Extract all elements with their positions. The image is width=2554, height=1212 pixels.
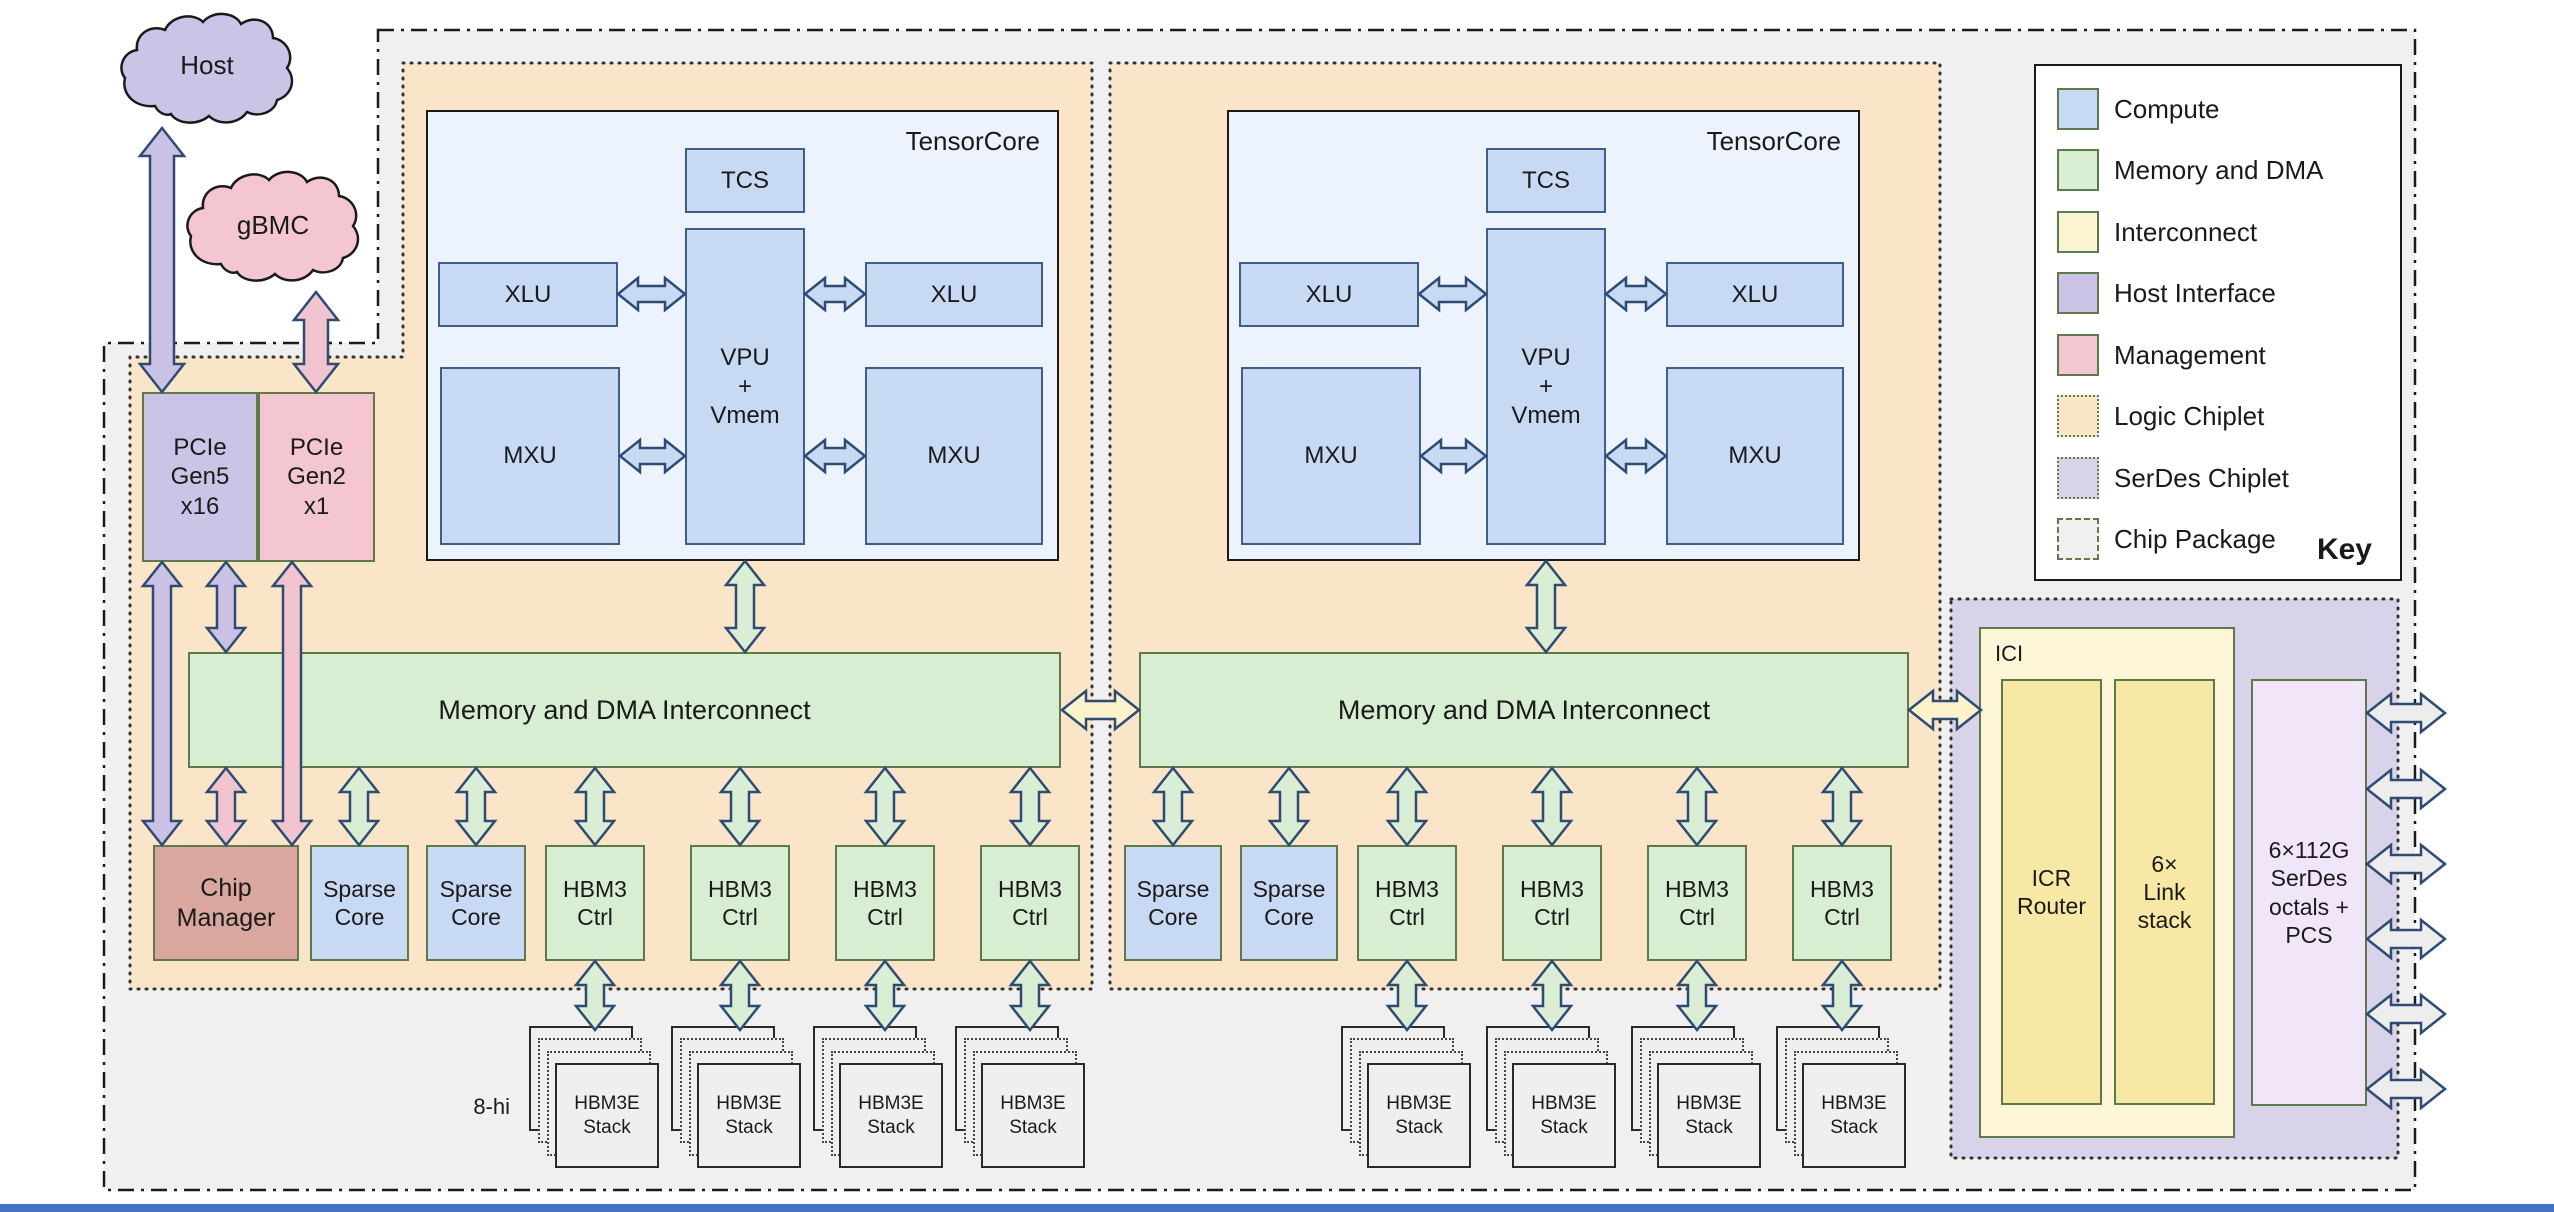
sparse-core-1: Sparse Core: [310, 845, 409, 961]
tc1-xlu-right: XLU: [865, 262, 1043, 327]
legend-row-compute: Compute: [2036, 80, 2400, 141]
tc2-tcs: TCS: [1486, 148, 1606, 213]
hbm3-ctrl-1: HBM3 Ctrl: [545, 845, 645, 961]
tc2-mxu-right: MXU: [1666, 367, 1844, 545]
legend-label: Management: [2114, 339, 2266, 370]
icr-router-block: ICR Router: [2001, 679, 2102, 1105]
legend-label: Logic Chiplet: [2114, 400, 2265, 431]
serdes-octals-block: 6×112G SerDes octals + PCS: [2251, 679, 2367, 1106]
legend-row-interconnect: Interconnect: [2036, 203, 2400, 264]
hbm3-ctrl-8: HBM3 Ctrl: [1792, 845, 1892, 961]
chip-package-swatch: [2057, 518, 2099, 560]
tc2-mxu-left: MXU: [1241, 367, 1421, 545]
gbmc-cloud: [186, 170, 360, 282]
legend-label: Memory and DMA: [2114, 154, 2324, 185]
legend: Compute Memory and DMA Interconnect Host…: [2034, 64, 2402, 581]
hbm3-ctrl-6: HBM3 Ctrl: [1502, 845, 1602, 961]
stack-front: HBM3E Stack: [1657, 1063, 1761, 1168]
hbm3-ctrl-2: HBM3 Ctrl: [690, 845, 790, 961]
legend-key-label: Key: [2316, 533, 2372, 566]
pcie-gen5-block: PCIe Gen5 x16: [142, 392, 258, 562]
legend-label: SerDes Chiplet: [2114, 462, 2289, 493]
management-swatch: [2057, 334, 2099, 376]
legend-row-serdes-chiplet: SerDes Chiplet: [2036, 449, 2400, 510]
host-cloud-label: Host: [180, 49, 234, 80]
tensorcore-2-label: TensorCore: [1706, 126, 1841, 156]
tc1-tcs: TCS: [685, 148, 805, 213]
hbm3-ctrl-7: HBM3 Ctrl: [1647, 845, 1747, 961]
stack-front: HBM3E Stack: [1512, 1063, 1616, 1168]
hbm3-ctrl-4: HBM3 Ctrl: [980, 845, 1080, 961]
sparse-core-4: Sparse Core: [1240, 845, 1338, 961]
tc1-mxu-right: MXU: [865, 367, 1043, 545]
tc1-xlu-left: XLU: [438, 262, 618, 327]
legend-label: Interconnect: [2114, 216, 2258, 247]
legend-row-host-interface: Host Interface: [2036, 264, 2400, 325]
legend-label: Chip Package: [2114, 523, 2276, 554]
compute-swatch: [2057, 88, 2099, 130]
hbm3-ctrl-3: HBM3 Ctrl: [835, 845, 935, 961]
pcie-gen2-block: PCIe Gen2 x1: [258, 392, 375, 562]
legend-row-chip-package: Chip Package: [2036, 510, 2400, 571]
host-cloud: [120, 12, 294, 124]
chip-manager-block: Chip Manager: [153, 845, 299, 961]
stack-front: HBM3E Stack: [697, 1063, 801, 1168]
sparse-core-3: Sparse Core: [1124, 845, 1222, 961]
host-interface-swatch: [2057, 272, 2099, 314]
tc1-mxu-left: MXU: [440, 367, 620, 545]
logic-chiplet-swatch: [2057, 395, 2099, 437]
tc1-vpu: VPU + Vmem: [685, 228, 805, 545]
sparse-core-2: Sparse Core: [426, 845, 526, 961]
stack-front: HBM3E Stack: [1802, 1063, 1906, 1168]
tensorcore-1-label: TensorCore: [905, 126, 1040, 156]
legend-label: Host Interface: [2114, 277, 2276, 308]
bottom-edge-strip: [0, 1204, 2554, 1212]
legend-row-management: Management: [2036, 326, 2400, 387]
serdes-chiplet-swatch: [2057, 457, 2099, 499]
tc2-xlu-right: XLU: [1666, 262, 1844, 327]
legend-label: Compute: [2114, 93, 2220, 124]
legend-row-memory: Memory and DMA: [2036, 141, 2400, 202]
ici-label: ICI: [1995, 641, 2024, 666]
memory-swatch: [2057, 149, 2099, 191]
hbm3-ctrl-5: HBM3 Ctrl: [1357, 845, 1457, 961]
stack-front: HBM3E Stack: [555, 1063, 659, 1168]
tc2-vpu: VPU + Vmem: [1486, 228, 1606, 545]
stack-front: HBM3E Stack: [1367, 1063, 1471, 1168]
stack-front: HBM3E Stack: [981, 1063, 1085, 1168]
hbm-height-label: 8-hi: [473, 1094, 510, 1119]
stack-front: HBM3E Stack: [839, 1063, 943, 1168]
gbmc-cloud-label: gBMC: [236, 209, 310, 240]
interconnect-swatch: [2057, 211, 2099, 253]
legend-row-logic-chiplet: Logic Chiplet: [2036, 387, 2400, 448]
memory-dma-interconnect-1: Memory and DMA Interconnect: [188, 652, 1061, 768]
link-stack-block: 6× Link stack: [2114, 679, 2215, 1105]
memory-dma-interconnect-2: Memory and DMA Interconnect: [1139, 652, 1909, 768]
tc2-xlu-left: XLU: [1239, 262, 1419, 327]
